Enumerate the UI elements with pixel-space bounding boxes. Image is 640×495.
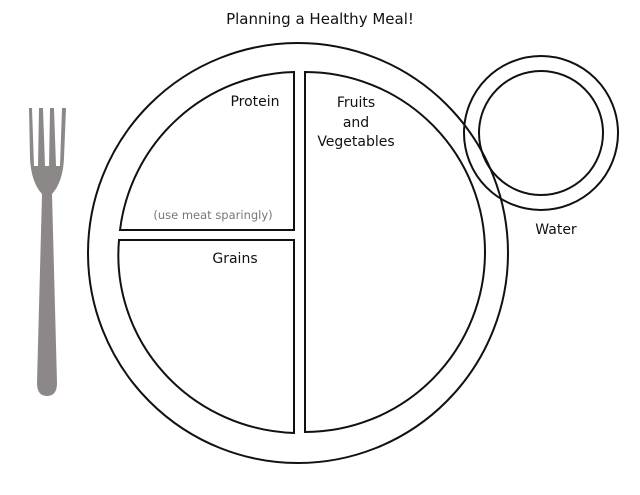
fruits-vegetables-section [304,70,486,434]
plate [87,42,509,464]
water-cup [463,55,619,211]
grains-section [117,239,295,435]
protein-label: Protein [230,94,280,110]
cup-outer [463,55,619,211]
fork-icon [29,108,66,396]
grains-label: Grains [212,251,258,267]
protein-note: (use meat sparingly) [153,208,273,222]
fruits-vegetables-label: Fruits and Vegetables [317,95,395,150]
water-label: Water [535,222,577,238]
plate-rim [87,42,509,464]
protein-section [118,70,295,231]
page-title: Planning a Healthy Meal! [226,10,414,28]
cup-inner [478,70,604,196]
